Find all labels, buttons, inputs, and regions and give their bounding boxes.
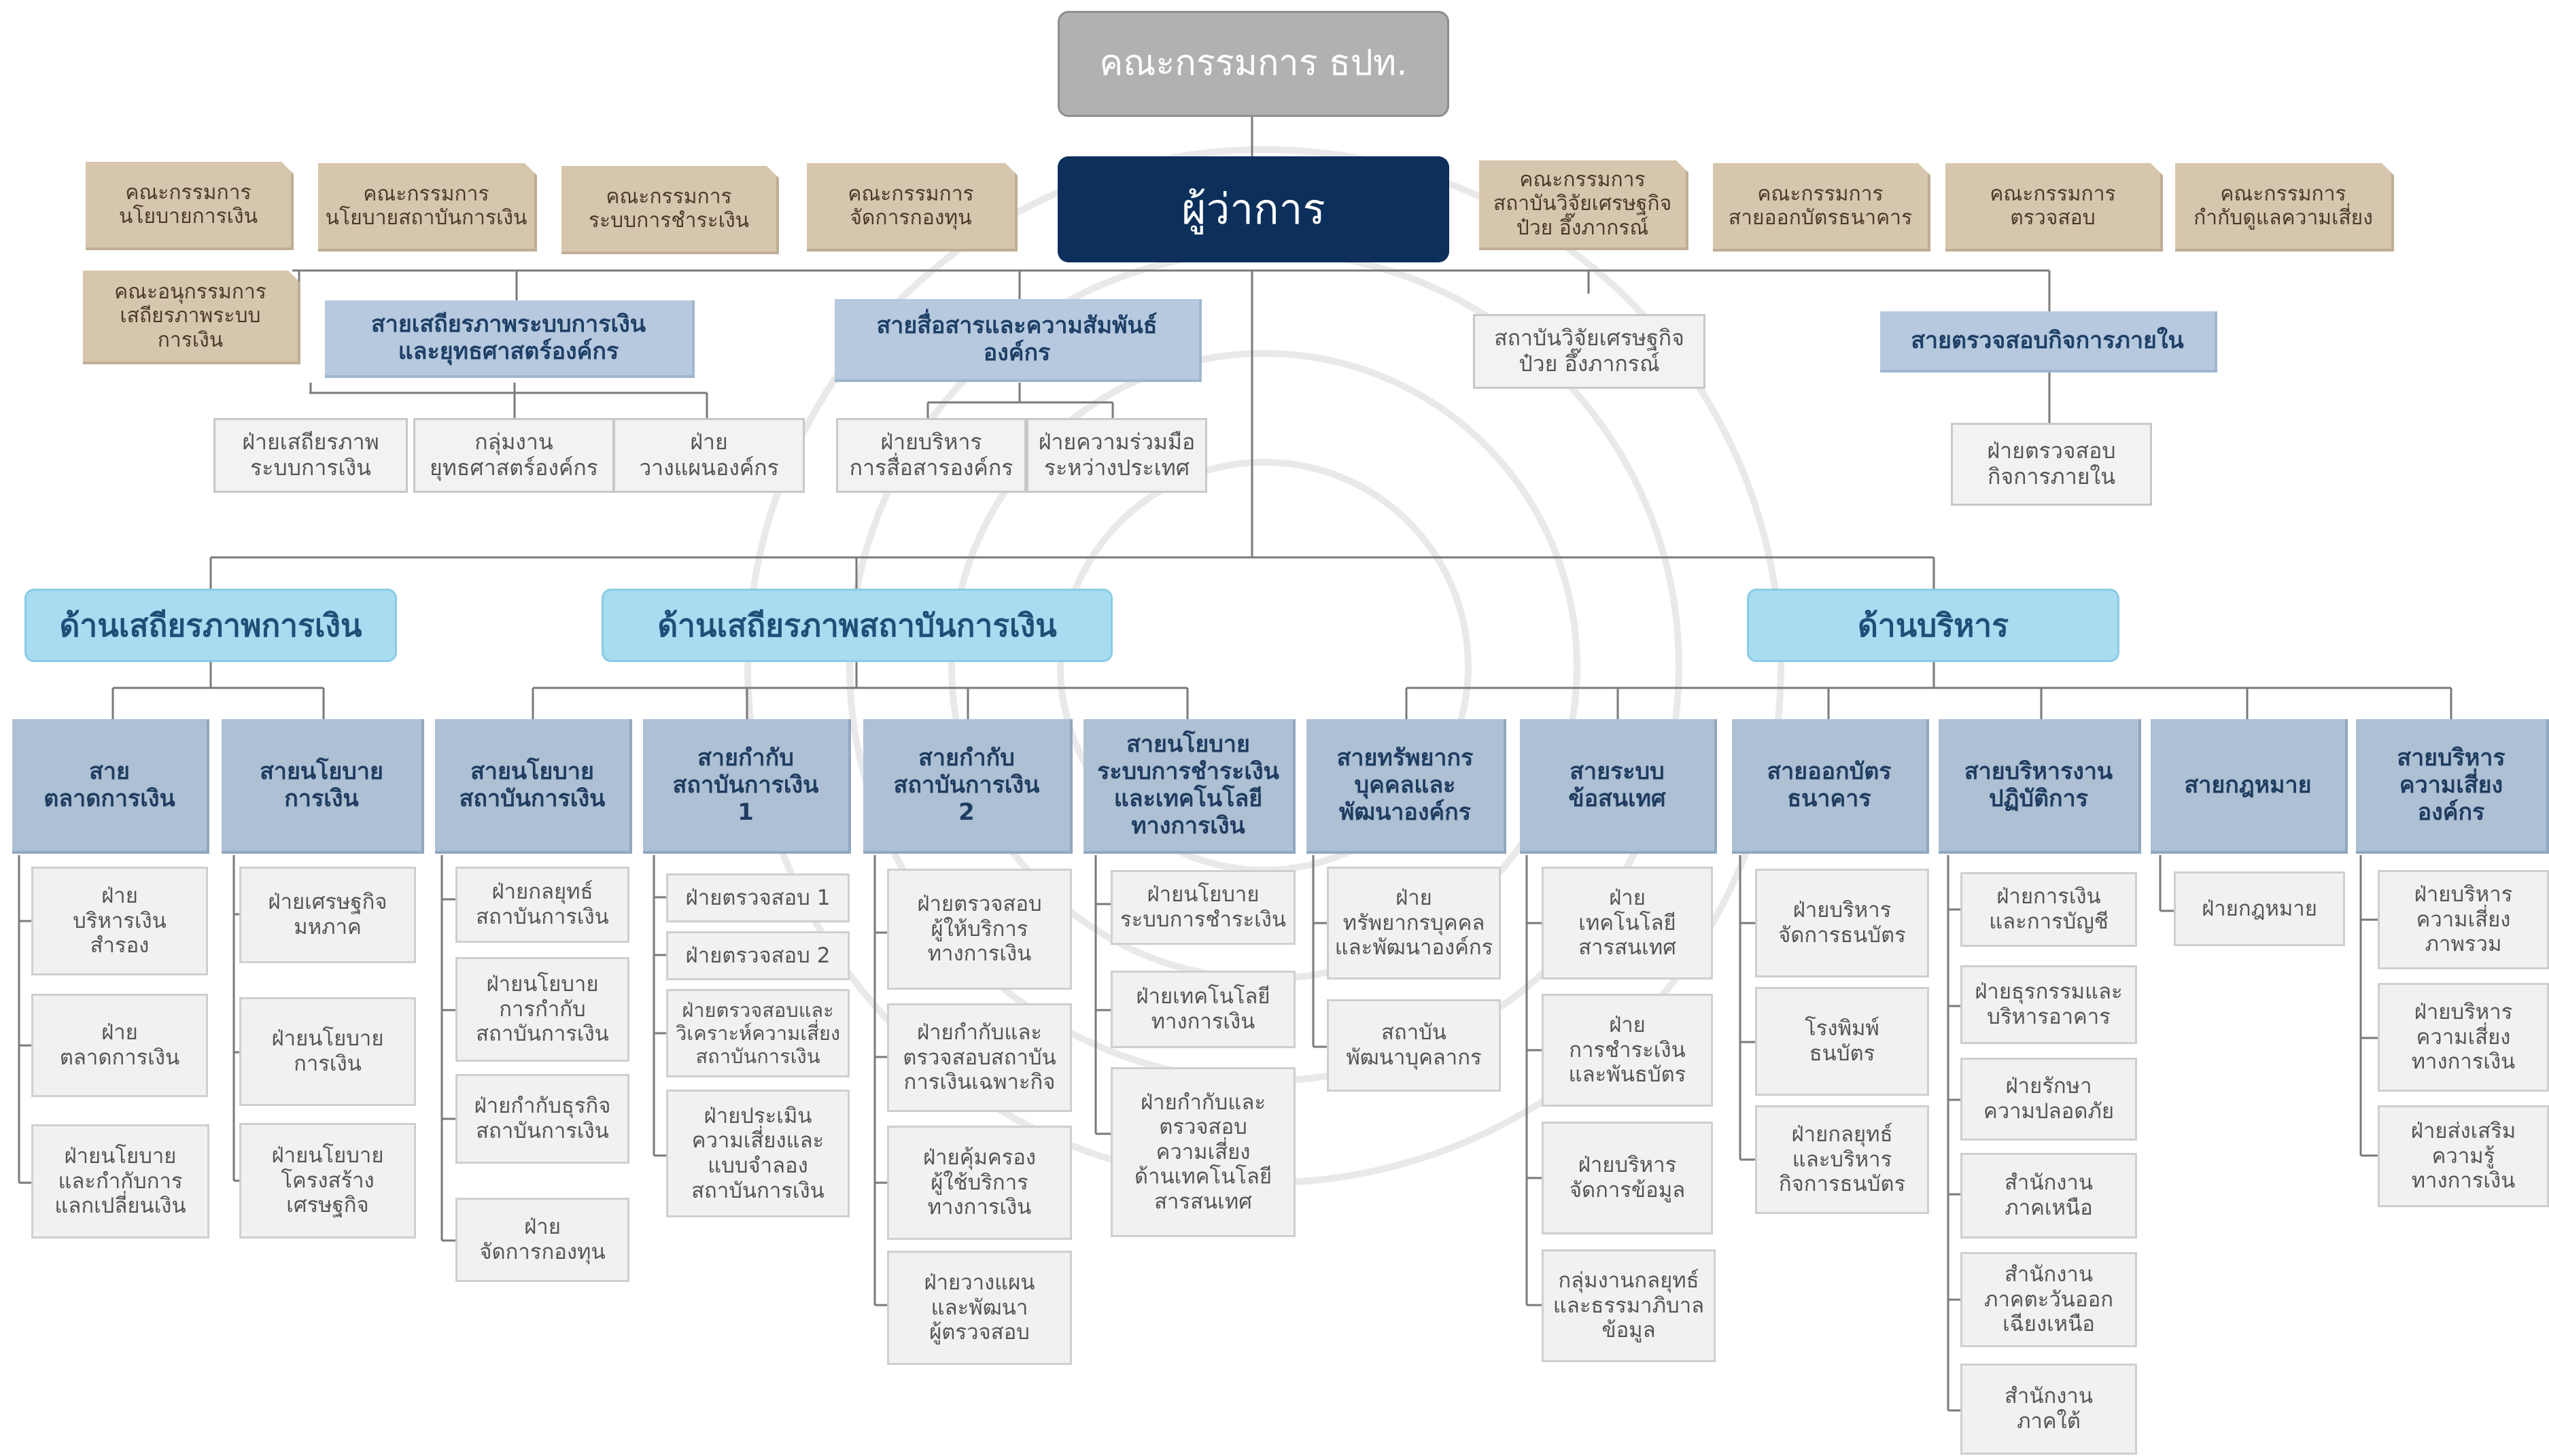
unit-fi-business-supervision: ฝ่ายกำกับธุรกิจ สถาบันการเงิน <box>455 1074 629 1164</box>
group-operations: สายบริหารงาน ปฏิบัติการ <box>1939 719 2141 854</box>
unit-structural-policy: ฝ่ายนโยบาย โครงสร้าง เศรษฐกิจ <box>239 1123 416 1238</box>
unit-data-governance: กลุ่มงานกลยุทธ์ และธรรมาภิบาล ข้อมูล <box>1542 1249 1716 1362</box>
unit-information-technology: ฝ่าย เทคโนโลยี สารสนเทศ <box>1542 867 1713 980</box>
unit-financial-markets: ฝ่าย ตลาดการเงิน <box>31 994 208 1097</box>
committee-fund-management: คณะกรรมการ จัดการกองทุน <box>807 163 1018 252</box>
unit-examination-1: ฝ่ายตรวจสอบ 1 <box>666 873 850 922</box>
unit-facilities: ฝ่ายธุรกรรมและ บริหารอาคาร <box>1960 965 2137 1044</box>
unit-fintech: ฝ่ายเทคโนโลยี ทางการเงิน <box>1111 971 1296 1048</box>
unit-staff-development-institute: สถาบัน พัฒนาบุคลากร <box>1327 999 1501 1092</box>
unit-fund-management: ฝ่าย จัดการกองทุน <box>455 1198 629 1282</box>
group-information-systems: สายระบบ ข้อสนเทศ <box>1520 719 1717 854</box>
committee-payment-systems: คณะกรรมการ ระบบการชำระเงิน <box>561 166 779 254</box>
unit-communications-management: ฝ่ายบริหาร การสื่อสารองค์กร <box>836 418 1026 493</box>
unit-banknote-printing: โรงพิมพ์ ธนบัตร <box>1755 987 1929 1096</box>
unit-data-management: ฝ่ายบริหาร จัดการข้อมูล <box>1542 1122 1713 1234</box>
subcommittee-financial-stability: คณะอนุกรรมการ เสถียรภาพระบบ การเงิน <box>83 271 300 364</box>
group-monetary-policy: สายนโยบาย การเงิน <box>222 719 424 854</box>
group-fi-supervision-1: สายกำกับ สถาบันการเงิน 1 <box>643 719 851 854</box>
unit-northeastern-office: สำนักงาน ภาคตะวันออก เฉียงเหนือ <box>1960 1252 2137 1347</box>
unit-security: ฝ่ายรักษา ความปลอดภัย <box>1960 1058 2137 1141</box>
committee-fi-policy: คณะกรรมการ นโยบายสถาบันการเงิน <box>318 163 537 252</box>
unit-fi-strategy: ฝ่ายกลยุทธ์ สถาบันการเงิน <box>455 867 629 943</box>
unit-it-risk-supervision: ฝ่ายกำกับและ ตรวจสอบ ความเสี่ยง ด้านเทคโ… <box>1111 1067 1296 1237</box>
unit-northern-office: สำนักงาน ภาคเหนือ <box>1960 1153 2137 1238</box>
unit-examination-2: ฝ่ายตรวจสอบ 2 <box>666 931 850 980</box>
puey-institute-box: สถาบันวิจัยเศรษฐกิจ ป๋วย อึ๊งภากรณ์ <box>1473 314 1705 389</box>
unit-risk-modelling: ฝ่ายประเมิน ความเสี่ยงและ แบบจำลอง สถาบั… <box>666 1090 850 1217</box>
unit-supervisory-policy: ฝ่ายนโยบาย การกำกับ สถาบันการเงิน <box>455 957 629 1062</box>
line-corporate-communications: สายสื่อสารและความสัมพันธ์ องค์กร <box>835 299 1202 382</box>
unit-international-cooperation: ฝ่ายความร่วมมือ ระหว่างประเทศ <box>1026 418 1207 493</box>
dept-administration: ด้านบริหาร <box>1747 589 2119 662</box>
unit-monetary-policy: ฝ่ายนโยบาย การเงิน <box>239 997 416 1106</box>
unit-hr-od: ฝ่าย ทรัพยากรบุคคล และพัฒนาองค์กร <box>1327 867 1501 980</box>
committee-risk-oversight: คณะกรรมการ กำกับดูแลความเสี่ยง <box>2175 163 2394 252</box>
unit-reserve-management: ฝ่าย บริหารเงิน สำรอง <box>31 867 208 975</box>
unit-financial-system-stability: ฝ่ายเสถียรภาพ ระบบการเงิน <box>213 418 408 493</box>
unit-payment-policy: ฝ่ายนโยบาย ระบบการชำระเงิน <box>1111 870 1296 945</box>
unit-banknote-management: ฝ่ายบริหาร จัดการธนบัตร <box>1755 869 1929 977</box>
group-fi-supervision-2: สายกำกับ สถาบันการเงิน 2 <box>863 719 1073 854</box>
board-box: คณะกรรมการ ธปท. <box>1058 11 1449 117</box>
unit-finance-accounting: ฝ่ายการเงิน และการบัญชี <box>1960 872 2137 947</box>
unit-enterprise-risk-overview: ฝ่ายบริหาร ความเสี่ยง ภาพรวม <box>2378 870 2549 969</box>
group-legal: สายกฎหมาย <box>2151 719 2348 854</box>
unit-fx-policy: ฝ่ายนโยบาย และกำกับการ แลกเปลี่ยนเงิน <box>31 1124 209 1238</box>
dept-fi-stability: ด้านเสถียรภาพสถาบันการเงิน <box>602 589 1113 662</box>
unit-fsp-examination: ฝ่ายตรวจสอบ ผู้ให้บริการ ทางการเงิน <box>887 869 1072 990</box>
unit-corporate-strategy: กลุ่มงาน ยุทธศาสตร์องค์กร <box>413 418 614 493</box>
unit-sfi-supervision: ฝ่ายกำกับและ ตรวจสอบสถาบัน การเงินเฉพาะก… <box>887 1003 1072 1112</box>
committee-monetary-policy: คณะกรรมการ นโยบายการเงิน <box>86 162 294 250</box>
group-enterprise-risk: สายบริหาร ความเสี่ยง องค์กร <box>2356 719 2549 854</box>
unit-corporate-planning: ฝ่าย วางแผนองค์กร <box>613 418 805 493</box>
group-fi-policy: สายนโยบาย สถาบันการเงิน <box>435 719 632 854</box>
unit-macroeconomics: ฝ่ายเศรษฐกิจ มหภาค <box>239 867 416 963</box>
committee-audit: คณะกรรมการ ตรวจสอบ <box>1945 163 2163 252</box>
unit-financial-risk: ฝ่ายบริหาร ความเสี่ยง ทางการเงิน <box>2378 983 2549 1092</box>
committee-banknote: คณะกรรมการ สายออกบัตรธนาคาร <box>1713 163 1930 252</box>
group-hr-od: สายทรัพยากร บุคคลและ พัฒนาองค์กร <box>1306 719 1506 854</box>
group-financial-markets: สาย ตลาดการเงิน <box>12 719 209 854</box>
unit-legal: ฝ่ายกฎหมาย <box>2174 871 2345 946</box>
unit-risk-analysis: ฝ่ายตรวจสอบและ วิเคราะห์ความเสี่ยง สถาบั… <box>666 989 850 1077</box>
unit-payment-bonds: ฝ่าย การชำระเงิน และพันธบัตร <box>1542 994 1713 1107</box>
group-payment-fintech: สายนโยบาย ระบบการชำระเงิน และเทคโนโลยี ท… <box>1083 719 1296 854</box>
unit-banknote-strategy: ฝ่ายกลยุทธ์ และบริหาร กิจการธนบัตร <box>1755 1105 1929 1214</box>
governor-box: ผู้ว่าการ <box>1058 156 1449 262</box>
unit-examiner-development: ฝ่ายวางแผน และพัฒนา ผู้ตรวจสอบ <box>887 1251 1072 1365</box>
unit-financial-literacy: ฝ่ายส่งเสริม ความรู้ ทางการเงิน <box>2378 1105 2549 1207</box>
unit-southern-office: สำนักงาน ภาคใต้ <box>1960 1364 2137 1455</box>
dept-monetary-stability: ด้านเสถียรภาพการเงิน <box>24 589 397 662</box>
line-internal-audit: สายตรวจสอบกิจการภายใน <box>1880 311 2217 372</box>
line-financial-stability-strategy: สายเสถียรภาพระบบการเงิน และยุทธศาสตร์องค… <box>325 300 695 378</box>
group-banknote: สายออกบัตร ธนาคาร <box>1732 719 1929 854</box>
unit-internal-audit: ฝ่ายตรวจสอบ กิจการภายใน <box>1951 423 2152 506</box>
committee-puey-institute: คณะกรรมการ สถาบันวิจัยเศรษฐกิจ ป๋วย อึ๊ง… <box>1479 160 1688 250</box>
unit-consumer-protection: ฝ่ายคุ้มครอง ผู้ใช้บริการ ทางการเงิน <box>887 1126 1072 1240</box>
